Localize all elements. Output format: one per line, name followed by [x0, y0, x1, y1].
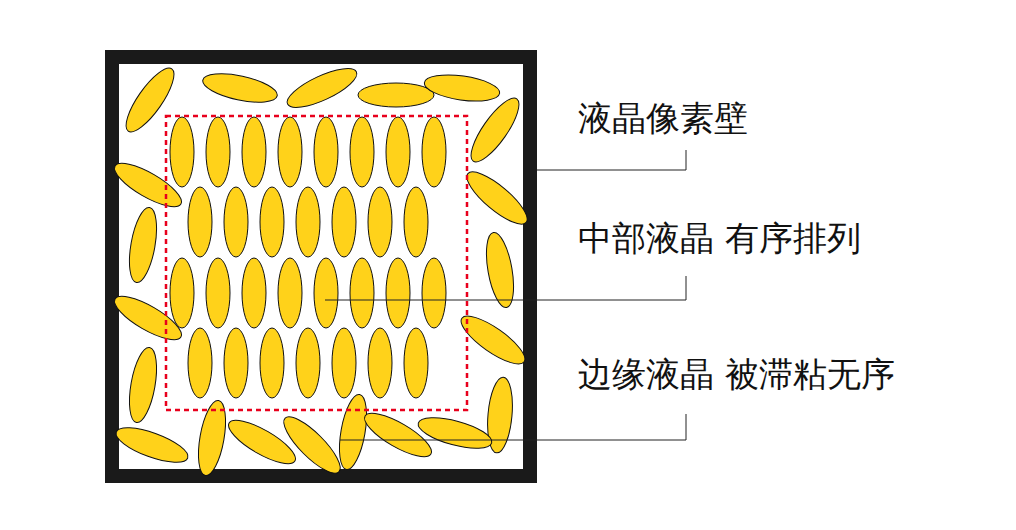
- liquid-crystal: [422, 117, 446, 187]
- liquid-crystal: [242, 258, 266, 328]
- liquid-crystal: [188, 187, 212, 257]
- liquid-crystal: [386, 258, 410, 328]
- liquid-crystal: [335, 392, 372, 471]
- liquid-crystal: [386, 117, 410, 187]
- callout-label: 边缘液晶 被滞粘无序: [578, 354, 895, 395]
- liquid-crystal: [332, 328, 356, 398]
- leader-line: [325, 276, 686, 300]
- pixel-wall: [112, 57, 530, 476]
- liquid-crystal: [224, 328, 248, 398]
- liquid-crystal: [368, 187, 392, 257]
- callout-label: 液晶像素壁: [578, 98, 748, 139]
- liquid-crystal: [296, 328, 320, 398]
- liquid-crystal: [200, 68, 279, 107]
- liquid-crystal: [260, 328, 284, 398]
- ordered-region: [166, 116, 467, 410]
- liquid-crystal: [463, 92, 526, 168]
- liquid-crystal: [358, 83, 434, 107]
- liquid-crystal: [368, 328, 392, 398]
- liquid-crystal: [170, 258, 194, 328]
- liquid-crystal: [112, 421, 192, 470]
- liquid-crystal: [260, 187, 284, 257]
- liquid-crystal: [415, 412, 495, 455]
- middle-liquid-crystals: [170, 117, 446, 398]
- edge-liquid-crystals: [109, 61, 534, 480]
- liquid-crystal: [314, 258, 338, 328]
- liquid-crystal: [404, 187, 428, 257]
- liquid-crystal: [314, 117, 338, 187]
- liquid-crystal: [125, 345, 162, 424]
- liquid-crystal: [242, 117, 266, 187]
- liquid-crystal: [350, 117, 374, 187]
- callout-label: 中部液晶 有序排列: [578, 218, 861, 259]
- liquid-crystal: [170, 117, 194, 187]
- liquid-crystal: [118, 62, 181, 138]
- liquid-crystal: [482, 230, 519, 309]
- liquid-crystal: [359, 406, 437, 465]
- liquid-crystal: [278, 117, 302, 187]
- liquid-crystal: [188, 328, 212, 398]
- liquid-crystal: [460, 164, 534, 231]
- liquid-crystal: [332, 187, 356, 257]
- liquid-crystal: [277, 410, 348, 481]
- liquid-crystal: [278, 258, 302, 328]
- liquid-crystal: [350, 258, 374, 328]
- liquid-crystal: [206, 258, 230, 328]
- leader-lines: [325, 150, 686, 440]
- liquid-crystal: [206, 117, 230, 187]
- liquid-crystal: [423, 71, 502, 105]
- liquid-crystal: [282, 61, 361, 115]
- leader-line: [537, 150, 686, 170]
- liquid-crystal: [422, 258, 446, 328]
- liquid-crystal: [224, 187, 248, 257]
- leader-line: [340, 414, 686, 440]
- liquid-crystal: [296, 187, 320, 257]
- liquid-crystal: [404, 328, 428, 398]
- liquid-crystal: [125, 205, 162, 284]
